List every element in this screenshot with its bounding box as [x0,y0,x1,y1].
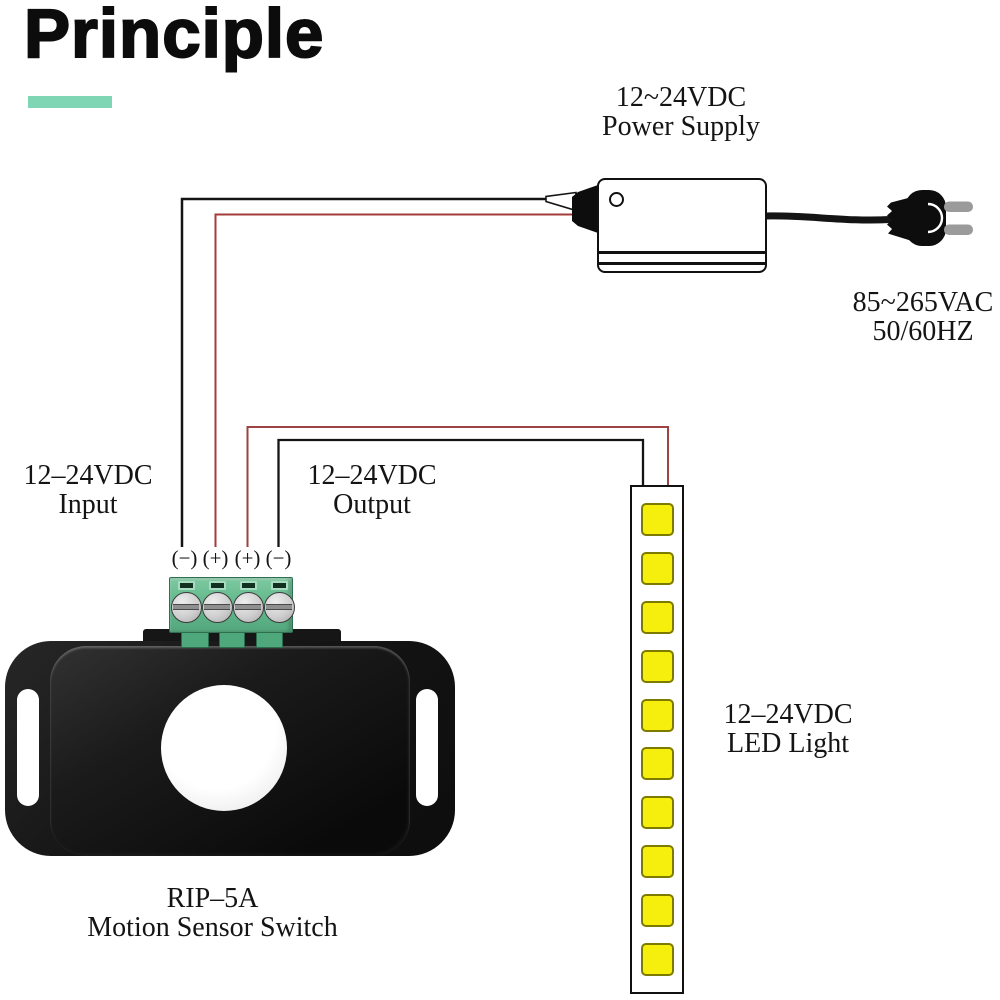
bracket-slot-left [17,689,39,806]
mains-rating-label: 85~265VAC 50/60HZ [813,288,1000,346]
terminal-wire-slot [271,581,288,590]
terminal-tab [256,632,283,648]
terminal-tab [219,632,245,648]
terminal-screw [171,592,202,623]
plug-pin-bottom [944,224,973,235]
plug-pin-top [944,201,973,212]
led-chip [640,942,674,976]
wire-negative-input [180,197,547,547]
led-chip [640,845,674,879]
plug-highlight [927,202,944,234]
terminal-screw [202,592,233,623]
led-chip [640,600,674,634]
terminal-screw [233,592,264,623]
mains-rating-line1: 85~265VAC [852,287,994,318]
led-strip-label-line1: 12–24VDC [723,699,853,730]
terminal-polarity-label: (+) [234,546,261,570]
power-supply-label-line2: Power Supply [602,111,760,142]
screw-slot [204,604,230,610]
led-chip [640,796,674,830]
led-chip [640,503,674,536]
sensor-model-label: RIP–5A Motion Sensor Switch [60,884,365,942]
led-chip [640,698,674,732]
bracket-slot-right [416,689,438,806]
power-supply-stripe [599,262,765,265]
power-supply-unit [597,178,767,273]
power-supply-stripe [599,251,765,254]
led-chip [640,747,674,781]
sensor-model-line2: Motion Sensor Switch [87,912,338,943]
title-accent-bar [28,96,112,108]
terminal-tab [181,632,209,648]
led-chip [640,894,674,927]
output-label-line2: Output [333,489,411,520]
screw-slot [173,604,199,610]
led-strip-label: 12–24VDC LED Light [698,700,878,758]
terminal-polarity-label: (−) [171,546,198,570]
power-cord [762,212,894,224]
input-strain-relief [572,185,598,233]
mains-rating-line2: 50/60HZ [872,316,974,347]
output-label-line1: 12–24VDC [307,460,437,491]
wire-negative-output [277,438,645,547]
terminal-wire-slot [178,581,195,590]
input-label-line1: 12–24VDC [23,460,153,491]
terminal-block [169,577,295,633]
sensor-model-line1: RIP–5A [166,883,259,914]
output-label: 12–24VDC Output [284,461,460,519]
page-title: Principle [23,0,325,73]
terminal-wire-slot [209,581,226,590]
power-supply-label-line1: 12~24VDC [615,82,747,113]
wire-positive-input [214,213,584,547]
wire-positive-output [246,426,669,547]
led-chip [640,649,674,683]
input-label: 12–24VDC Input [0,461,176,519]
power-indicator-led [609,192,624,207]
terminal-polarity-label: (+) [202,546,229,570]
wire-sheath-wedge [545,191,577,212]
terminal-wire-slot [240,581,257,590]
pir-dome [161,685,287,811]
plug-body [905,190,946,246]
terminal-screw [264,592,295,623]
terminal-polarity-label: (−) [265,546,292,570]
led-strip [630,485,684,994]
input-label-line2: Input [58,489,118,520]
screw-slot [235,604,261,610]
screw-slot [266,604,292,610]
led-strip-label-line2: LED Light [726,728,850,759]
power-supply-label: 12~24VDC Power Supply [571,83,791,141]
led-chip [640,551,674,585]
